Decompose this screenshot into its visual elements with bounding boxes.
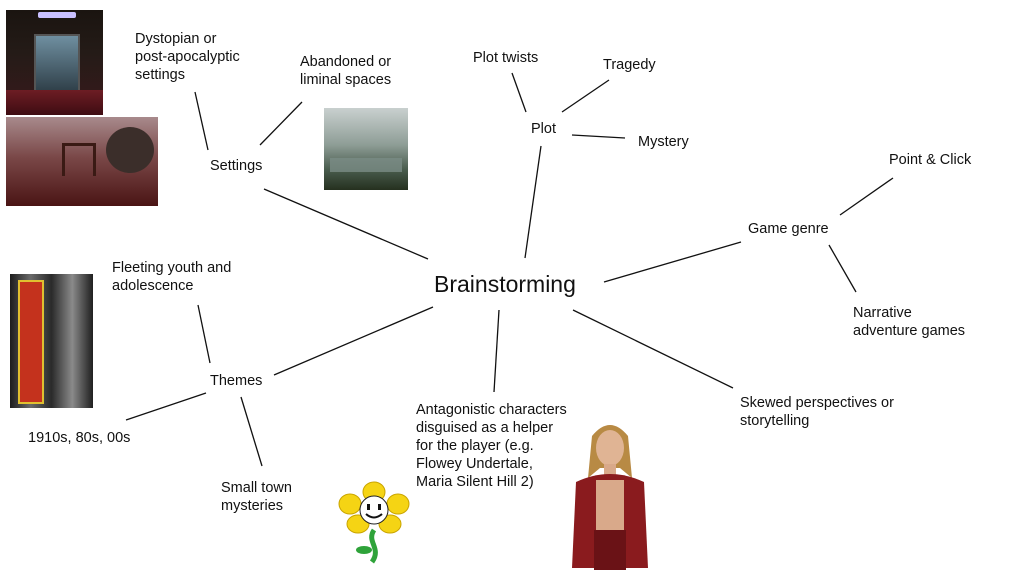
node-tragedy: Tragedy [603,57,656,73]
line-settings-abandoned [259,101,303,146]
line-center-genre [603,241,742,283]
hallway-photo [6,10,103,115]
node-skewed: Skewed perspectives or storytelling [740,395,894,429]
forest-water [330,158,402,172]
flowey-sprite [336,480,412,565]
node-mystery: Mystery [638,134,689,150]
line-center-plot [524,145,542,259]
node-settings: Settings [210,158,263,174]
node-point-click: Point & Click [889,152,972,168]
line-themes-smalltown [240,396,263,467]
flowey-icon [338,481,410,564]
hallway-red-floor [6,90,103,115]
hallway-ceiling-light [38,12,76,18]
node-decades: 1910s, 80s, 00s [28,430,131,446]
line-themes-fleeting [197,304,211,364]
line-center-antagonist [493,309,500,393]
line-plot-tragedy [561,79,610,113]
playground-structure [62,143,96,176]
node-abandoned: Abandoned or liminal spaces [300,54,392,88]
node-plot: Plot [531,121,556,137]
line-plot-mystery [571,134,626,139]
line-settings-dystopian [194,91,209,151]
node-themes: Themes [210,373,263,389]
node-game-genre: Game genre [748,221,829,237]
liminal-forest-photo [324,108,408,190]
node-narrative: Narrative adventure games [853,305,966,339]
line-genre-point-click [839,177,894,216]
poster-collage [10,274,93,408]
node-antagonist: Antagonistic characters disguised as a h… [416,402,567,490]
line-themes-decades [125,392,207,421]
poster-red-title [18,280,44,404]
maria-character-render [560,418,660,575]
central-topic: Brainstorming [434,271,576,297]
playground-photo [6,117,158,206]
playground-tree [106,127,154,173]
node-dystopian: Dystopian or post-apocalyptic settings [135,31,240,83]
node-small-town: Small town mysteries [221,480,292,514]
line-center-themes [273,306,434,376]
line-plot-twists [511,72,527,113]
maria-figure-icon [572,425,648,570]
line-genre-narrative [828,244,857,293]
line-center-skewed [572,309,734,389]
node-fleeting: Fleeting youth and adolescence [112,260,232,294]
hallway-doorway [34,34,80,96]
node-plot-twists: Plot twists [473,50,539,66]
line-center-settings [263,188,429,260]
